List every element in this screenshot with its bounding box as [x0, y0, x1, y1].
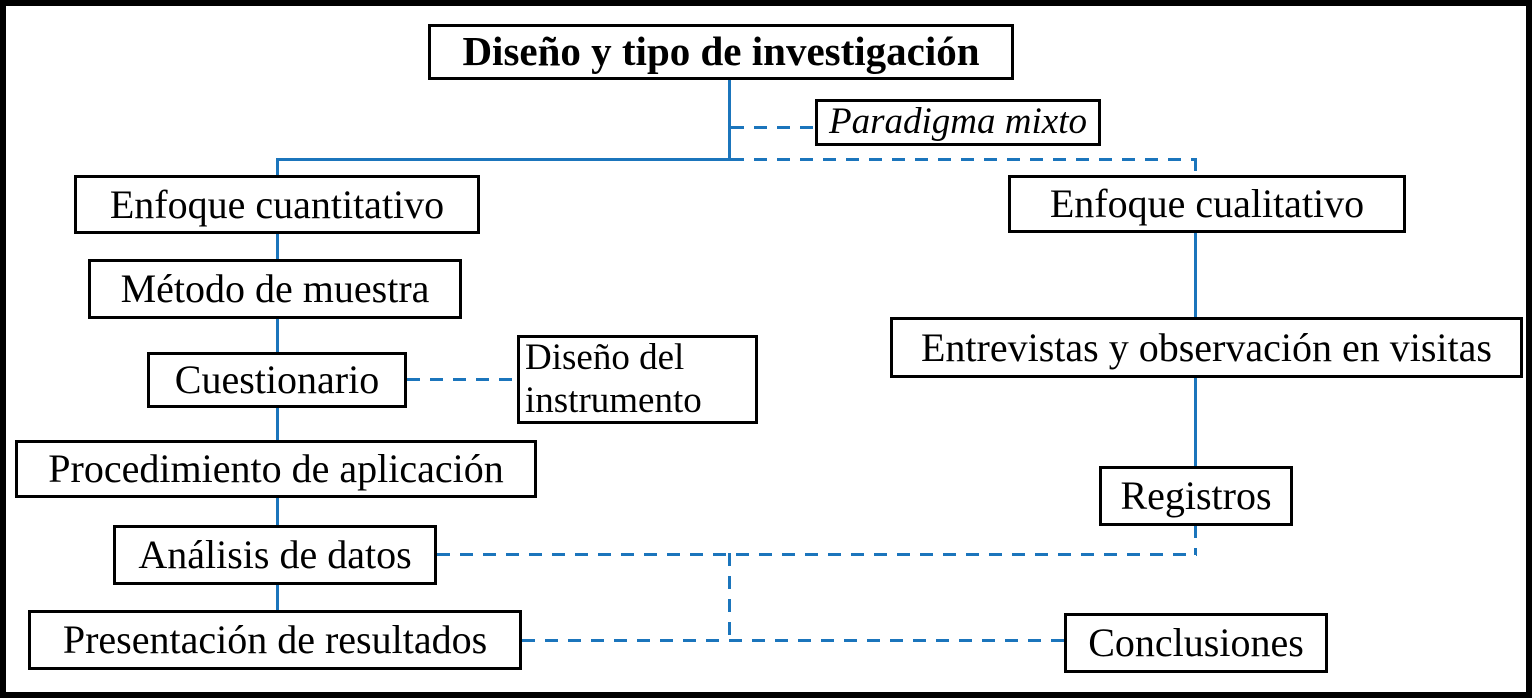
node-enfoque-cuantitativo: Enfoque cuantitativo	[74, 175, 480, 234]
connector-dashed-presentacion-to-conclusiones	[522, 639, 1064, 642]
node-presentacion-de-resultados: Presentación de resultados	[28, 610, 522, 670]
node-paradigma-mixto: Paradigma mixto	[815, 99, 1101, 146]
node-conclusiones: Conclusiones	[1064, 613, 1328, 673]
node-entrevistas-y-observacion-en-visitas: Entrevistas y observación en visitas	[890, 317, 1523, 378]
connector-split-to-cuantitativo	[276, 158, 279, 178]
node-diseno-del-instrumento: Diseño del instrumento	[517, 335, 758, 424]
connector-dashed-title-to-paradigma	[731, 126, 816, 129]
connector-entrevistas-to-registros	[1194, 377, 1197, 468]
connector-dashed-cuestionario-to-diseno	[407, 378, 517, 381]
node-cuestionario: Cuestionario	[147, 352, 407, 408]
node-enfoque-cualitativo: Enfoque cualitativo	[1008, 175, 1406, 233]
node-diseno-y-tipo-de-investigacion: Diseño y tipo de investigación	[428, 24, 1014, 80]
connector-procedimiento-to-analisis	[276, 496, 279, 527]
connector-title-to-split	[728, 80, 731, 160]
connector-split-left	[276, 158, 731, 161]
node-procedimiento-de-aplicacion: Procedimiento de aplicación	[15, 440, 537, 498]
connector-cualitativo-to-entrevistas	[1194, 231, 1197, 319]
connector-analisis-to-presentacion	[276, 583, 279, 612]
node-analisis-de-datos: Análisis de datos	[113, 525, 437, 585]
connector-dashed-into-cualitativo	[1194, 158, 1197, 177]
connector-dashed-analisis-to-registros	[437, 553, 1197, 556]
node-metodo-de-muestra: Método de muestra	[88, 259, 462, 319]
connector-dashed-split-right	[731, 158, 1196, 161]
node-registros: Registros	[1099, 466, 1293, 526]
connector-cuestionario-to-procedimiento	[276, 407, 279, 442]
connector-dashed-registros-down	[1194, 525, 1197, 555]
connector-dashed-middle-vertical	[728, 553, 731, 642]
connector-cuantitativo-to-metodo	[276, 233, 279, 261]
connector-metodo-to-cuestionario	[276, 318, 279, 354]
